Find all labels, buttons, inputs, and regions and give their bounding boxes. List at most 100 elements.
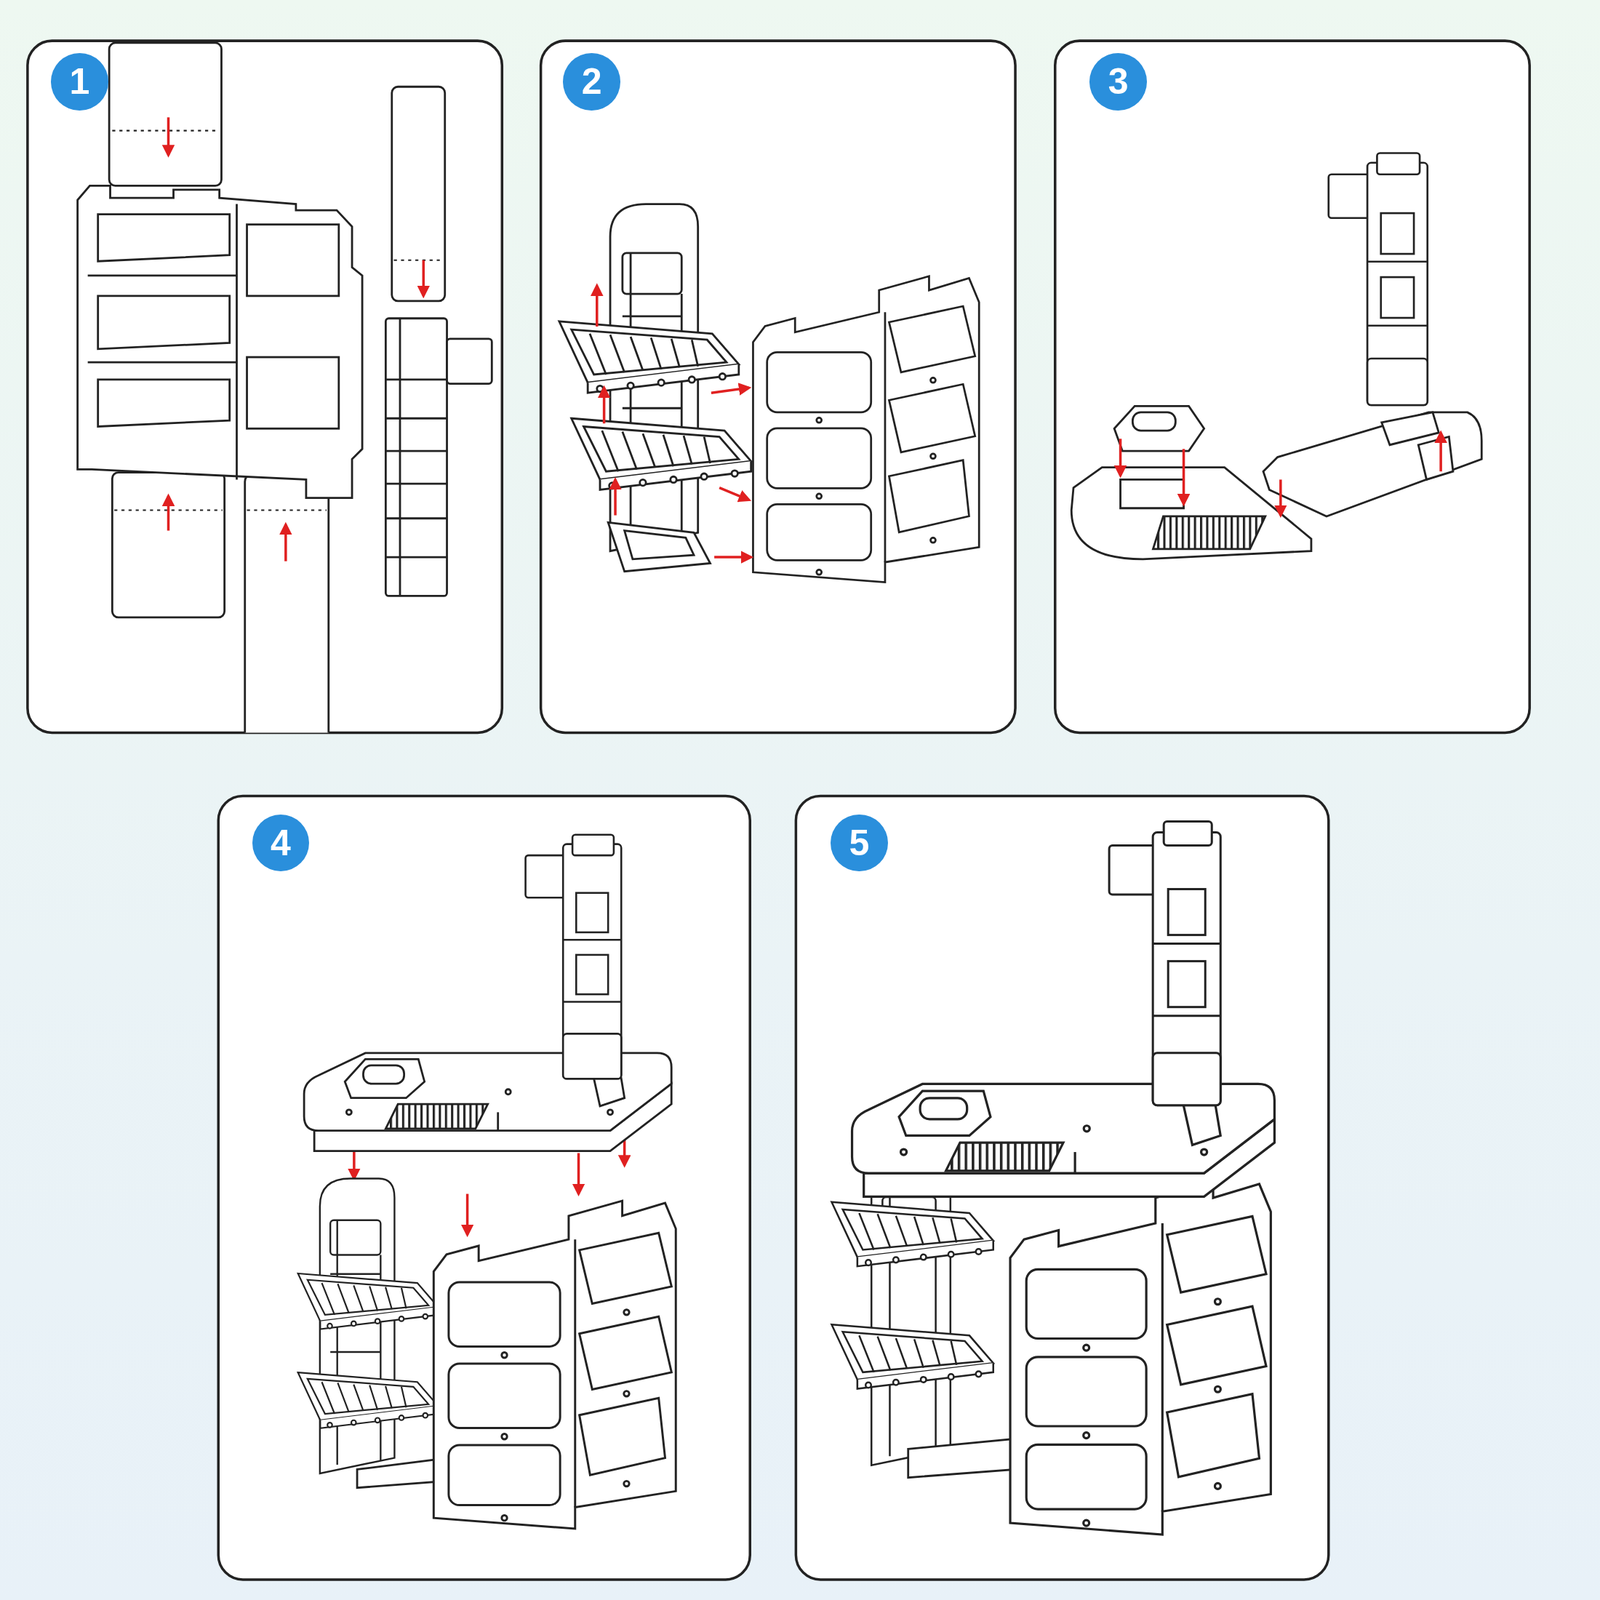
counter-left-part [1152,516,1265,550]
step-panel-part [795,795,1328,1580]
scanner-pole-part [525,834,622,1080]
sticker-sheets-part [247,509,327,511]
counter-left-part [1132,412,1176,431]
step-number-circle: 4 [252,814,310,872]
step-number: 5 [848,824,870,862]
shelf-frame-part [77,185,363,498]
basket [298,1273,439,1429]
base-bar-part [608,522,710,571]
step-number-circle: 3 [1089,53,1147,111]
step-number: 3 [1108,63,1129,100]
counter-left-part [1114,405,1204,451]
assembly-arrow-part [719,488,750,501]
shelf-frame-part [247,224,339,296]
shelf-unit [433,1200,676,1529]
shelf-frame-part [235,204,238,480]
basket-part [571,418,752,490]
shelf-frame-part [98,214,230,262]
shelf-unit-part [752,276,979,583]
basket [831,1202,993,1390]
shelf-frame-part [98,296,230,350]
basket-part [559,321,739,393]
sticker-sheets-part [112,130,219,132]
sticker-sheets-part [392,86,446,302]
rack-column-part [385,517,447,520]
counter-right-part [1418,437,1454,480]
assembly-arrow-part [284,524,288,562]
assembly-arrow-part [577,1152,581,1194]
scanner-pole [525,834,622,1080]
sticker-sheets-part [112,472,224,618]
assembly-arrow-part [1439,432,1443,472]
rack-column [385,318,492,597]
assembly-arrow-part [613,479,617,515]
shelf-frame-part [88,274,238,277]
assembly-arrow-part [1119,438,1123,476]
scanner-pole [1109,821,1221,1105]
scanner-pole [1328,152,1428,406]
step-number-circle: 2 [562,53,621,111]
sticker-sheets-part [109,42,222,186]
basket-part [298,1273,439,1330]
base-bar-part [908,1438,1016,1478]
step-number-circle: 1 [50,53,109,111]
shelf-frame-part [98,379,230,427]
base-bar [908,1438,1016,1478]
basket-part [831,1202,993,1267]
assembly-arrow-part [714,555,752,559]
shelf-unit-part [1010,1181,1271,1535]
assembly-arrow-part [602,387,606,424]
rack-column-part [385,417,447,420]
assembly-arrow-part [167,117,171,155]
rack-column-part [385,450,447,453]
base-bar-part [357,1458,439,1488]
base-bar [608,522,710,571]
step-number: 2 [581,63,603,100]
assembly-arrow-part [595,285,599,327]
basket-part [298,1372,439,1429]
step-number-circle: 5 [830,814,888,872]
scanner-pole-part [1109,821,1221,1105]
step-number: 4 [270,824,291,862]
step-panel-part [218,795,750,1580]
basket [559,321,752,491]
assembly-arrow-part [1279,479,1283,515]
sticker-sheets-part [394,259,443,262]
assembly-arrow-part [167,496,171,531]
shelf-frame-part [88,361,238,364]
assembly-arrow-part [466,1194,470,1235]
assembly-arrow-part [422,260,426,296]
scanner-pole-part [1328,152,1428,406]
rack-column-part [385,482,447,486]
step-panel-part [1055,40,1530,733]
rack-column-part [399,318,402,597]
counter-right [1263,412,1482,517]
rack-column-part [447,338,493,384]
step-panel-part [27,40,502,733]
step-panel [27,40,1530,1580]
step-number: 1 [69,63,91,100]
side-rack [871,1152,951,1465]
sticker-sheets-part [245,475,329,734]
step-panel-part [541,40,1016,733]
rack-column-part [385,318,447,597]
counter-right-part [1263,412,1482,517]
base-bar-part [624,530,694,560]
counter-left-part [1120,479,1184,508]
shelf-unit [752,276,979,583]
counter-right-part [1381,412,1440,446]
base-bar [357,1458,439,1488]
rack-column-part [385,556,447,559]
shelf-frame-part [247,357,339,429]
shelf-unit [1010,1181,1271,1535]
basket-part [831,1324,993,1389]
assembly-arrow-part [1182,448,1186,504]
side-rack-part [871,1152,951,1465]
assembly-arrow [168,117,1442,1235]
shelf-unit-part [433,1200,676,1529]
assembly-arrow-part [711,387,750,393]
shelf-frame [77,185,363,498]
